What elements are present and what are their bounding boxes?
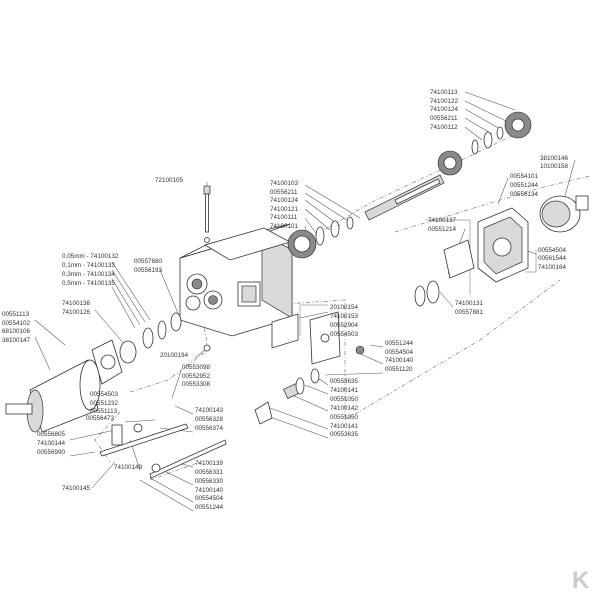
part-label-p34: 38100147 (2, 337, 31, 344)
part-label-p30: 74100126 (62, 309, 91, 316)
part-label-p07: 10100158 (540, 163, 569, 170)
shaft-bearings (315, 126, 504, 246)
left-cover-plate (91, 312, 182, 385)
part-label-p56: 00551050 (330, 414, 359, 421)
part-label-p52: 00553635 (330, 378, 359, 385)
part-label-p21: 00561544 (538, 255, 567, 262)
part-label-p62: 00556374 (195, 425, 224, 432)
part-label-p43: 74100140 (385, 357, 414, 364)
flange-plates (271, 311, 365, 365)
part-label-p70: 74100140 (195, 487, 224, 494)
shaft-gears (287, 111, 532, 259)
part-label-p04: 00556211 (430, 115, 458, 122)
brand-logo: K (572, 567, 590, 594)
part-label-p12: 74100121 (270, 206, 299, 213)
part-label-p58: 00553635 (330, 431, 359, 438)
part-label-p23: 0,05mm - 74100132 (62, 253, 119, 260)
part-label-p54: 00551050 (330, 396, 359, 403)
part-label-p14: 74100101 (270, 223, 299, 230)
part-label-p48: 00553308 (182, 381, 211, 388)
part-label-p50: 00551232 (90, 400, 119, 407)
part-label-p68: 00556331 (195, 469, 224, 476)
part-label-p06: 38100146 (540, 155, 569, 162)
left-bell-housing (5, 359, 101, 433)
part-label-p63: 00556805 (37, 431, 66, 438)
part-label-p73: 74100145 (62, 485, 91, 492)
part-label-p46: 00553098 (182, 364, 211, 371)
cover-gasket (414, 239, 475, 307)
part-label-p20: 00554504 (538, 247, 567, 254)
part-label-p18: 74100137 (428, 217, 457, 224)
part-label-p35: 20100154 (330, 304, 359, 311)
right-side-cover (477, 207, 529, 283)
input-shaft (364, 174, 445, 221)
part-label-p31: 00551113 (2, 311, 30, 318)
part-label-p72: 00551244 (195, 504, 224, 511)
part-label-p08: 72100105 (155, 177, 184, 184)
part-label-p44: 00551120 (385, 366, 413, 373)
part-label-p10: 00556211 (270, 189, 298, 196)
brand-logo-letter: K (572, 567, 590, 594)
part-label-p60: 74100143 (195, 407, 224, 414)
output-shaft-parts (254, 368, 320, 425)
part-label-p57: 74100141 (330, 423, 359, 430)
part-label-p41: 00551244 (385, 340, 414, 347)
part-label-p38: 00554503 (330, 331, 359, 338)
part-number-labels: 7410011374100122741001240055621174100112… (2, 89, 569, 511)
gearbox-housing (179, 223, 293, 352)
part-label-p22: 74100164 (538, 264, 567, 271)
part-label-p03: 74100124 (430, 106, 459, 113)
right-bell-housing (539, 195, 589, 233)
part-label-p16: 00551244 (510, 182, 539, 189)
part-label-p19: 00551214 (428, 226, 457, 233)
part-label-p27: 00557680 (134, 258, 163, 265)
part-label-p45: 20100194 (160, 352, 189, 359)
part-label-p42: 00554504 (385, 349, 414, 356)
part-label-p29: 74100136 (62, 300, 91, 307)
part-label-p71: 00554504 (195, 495, 224, 502)
part-label-p66: 74100149 (114, 464, 143, 471)
part-label-p28: 00556193 (134, 267, 163, 274)
part-label-p69: 00556330 (195, 478, 224, 485)
part-label-p26: 0,5mm - 74100135 (62, 280, 115, 287)
part-label-p24: 0,1mm - 74100133 (62, 262, 115, 269)
part-label-p51: 00551113 (90, 408, 118, 415)
part-label-p05: 74100112 (430, 124, 458, 131)
part-label-p33: 68100106 (2, 328, 31, 335)
shift-rods (99, 423, 227, 479)
part-label-p17: 00556134 (510, 191, 539, 198)
part-label-p67: 74100139 (195, 460, 224, 467)
part-label-p49: 00554503 (90, 391, 119, 398)
part-label-p02: 74100122 (430, 98, 459, 105)
part-label-p61: 00556328 (195, 416, 224, 423)
part-label-p32: 00554102 (2, 320, 31, 327)
part-label-p40: 00557881 (455, 309, 484, 316)
part-label-p59: 00556473 (86, 415, 115, 422)
part-label-p36: 74100153 (330, 313, 359, 320)
part-label-p55: 74100142 (330, 405, 359, 412)
part-label-p01: 74100113 (430, 89, 458, 96)
part-label-p09: 74100103 (270, 180, 299, 187)
part-label-p64: 74100144 (37, 440, 66, 447)
part-label-p53: 74100141 (330, 387, 359, 394)
part-label-p65: 00556990 (37, 449, 66, 456)
part-label-p13: 74100111 (270, 214, 298, 221)
part-label-p47: 00552952 (182, 373, 211, 380)
part-label-p37: 00552904 (330, 322, 359, 329)
part-label-p11: 74100124 (270, 197, 299, 204)
part-label-p15: 00554101 (510, 173, 539, 180)
part-label-p39: 74100131 (455, 300, 484, 307)
part-label-p25: 0,3mm - 74100134 (62, 271, 115, 278)
breather-pipe (203, 185, 211, 233)
